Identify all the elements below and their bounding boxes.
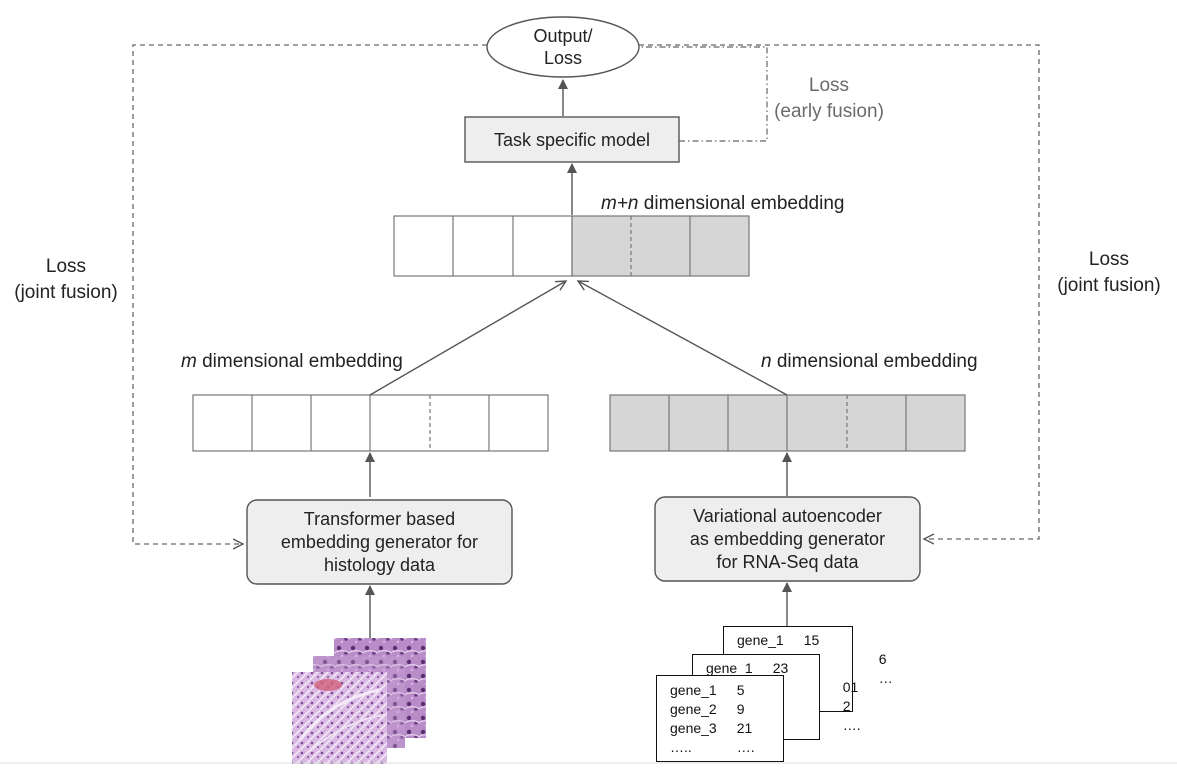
gene-name: gene_2 <box>670 701 717 717</box>
transformer-line2: embedding generator for <box>280 532 479 552</box>
table-row: gene_1 23 <box>706 659 871 678</box>
combined-embedding-label: m+n dimensional embedding <box>601 193 844 215</box>
n-embedding-var: n <box>761 351 772 372</box>
vae-line2: as embedding generator <box>689 529 886 549</box>
gene-table-middle: gene_1 23 01 2 …. <box>706 659 871 735</box>
table-row: gene_1 5 <box>670 681 765 700</box>
gene-name: gene_1 <box>706 660 753 676</box>
n-embedding <box>609 394 966 452</box>
loss-early-fusion-label: Loss (early fusion) <box>764 73 894 125</box>
table-row: gene_2 9 <box>670 700 765 719</box>
output-loss-node <box>486 16 640 78</box>
n-embedding-label: n dimensional embedding <box>761 351 978 373</box>
gene-card-front: gene_1 5 gene_2 9 gene_3 21 ….. …. <box>656 675 784 762</box>
gene-value: …. <box>842 717 861 733</box>
gene-table-front: gene_1 5 gene_2 9 gene_3 21 ….. …. <box>670 681 765 757</box>
task-model-box <box>464 116 680 163</box>
gene-name: gene_3 <box>670 720 717 736</box>
combined-embedding-var: m+n <box>601 193 639 214</box>
table-row: … <box>737 669 903 688</box>
gene-value: 15 <box>803 632 820 648</box>
gene-name: gene_1 <box>737 632 784 648</box>
loss-joint-right-label: Loss (joint fusion) <box>1043 247 1175 299</box>
histology-image-stack <box>292 638 426 764</box>
early-fusion-loss-line <box>639 46 768 142</box>
gene-value: …. <box>736 739 755 755</box>
output-loss-label: Output/ Loss <box>503 25 623 69</box>
table-row: ….. …. <box>670 738 765 757</box>
vae-box <box>654 496 921 582</box>
combined-embedding <box>393 215 750 277</box>
transformer-line1: Transformer based <box>303 509 456 529</box>
n-embedding-text: dimensional embedding <box>771 351 978 372</box>
vae-line3: for RNA-Seq data <box>716 552 859 572</box>
loss-early-line2: (early fusion) <box>774 101 884 122</box>
loss-joint-right-line1: Loss <box>1088 249 1130 270</box>
task-model-label: Task specific model <box>493 130 651 150</box>
table-row: gene_1 15 <box>737 631 903 650</box>
loss-joint-left-line2: (joint fusion) <box>14 282 118 303</box>
gene-value: 21 <box>736 720 753 736</box>
loss-joint-right-line2: (joint fusion) <box>1057 275 1161 296</box>
transformer-box <box>246 499 513 585</box>
joint-fusion-loss-line-left <box>132 44 487 544</box>
table-row: gene_3 21 <box>670 719 765 738</box>
output-loss-line1: Output/ <box>533 26 593 46</box>
loss-early-line1: Loss <box>808 75 850 96</box>
gene-value: 5 <box>736 682 745 698</box>
table-row: …. <box>706 716 871 735</box>
joint-fusion-loss-line-right <box>639 44 1040 539</box>
gene-name: gene_1 <box>670 682 717 698</box>
gene-value: 6 <box>878 651 887 667</box>
transformer-box-label: Transformer based embedding generator fo… <box>247 508 512 577</box>
gene-value: 23 <box>772 660 789 676</box>
vae-line1: Variational autoencoder <box>693 506 882 526</box>
gene-value: 01 <box>842 679 859 695</box>
gene-value: 2 <box>842 698 851 714</box>
gene-value: 9 <box>736 701 745 717</box>
table-row: 01 <box>706 678 871 697</box>
m-embedding-text: dimensional embedding <box>196 351 403 372</box>
m-embedding-label: m dimensional embedding <box>181 351 403 373</box>
loss-joint-left-label: Loss (joint fusion) <box>0 254 132 306</box>
combined-embedding-text: dimensional embedding <box>638 193 845 214</box>
transformer-line3: histology data <box>323 555 436 575</box>
arrow-n-to-combined <box>578 281 788 396</box>
table-row: 2 <box>706 697 871 716</box>
vae-box-label: Variational autoencoder as embedding gen… <box>655 505 920 574</box>
arrow-m-to-combined <box>369 281 566 396</box>
m-embedding-var: m <box>181 351 197 372</box>
output-loss-line2: Loss <box>543 48 583 68</box>
gene-table-back: gene_1 15 6 … <box>737 631 903 688</box>
gene-value: … <box>878 670 893 686</box>
table-row: 6 <box>737 650 903 669</box>
m-embedding <box>192 394 549 452</box>
gene-name: ….. <box>670 739 692 755</box>
loss-joint-left-line1: Loss <box>45 256 87 277</box>
